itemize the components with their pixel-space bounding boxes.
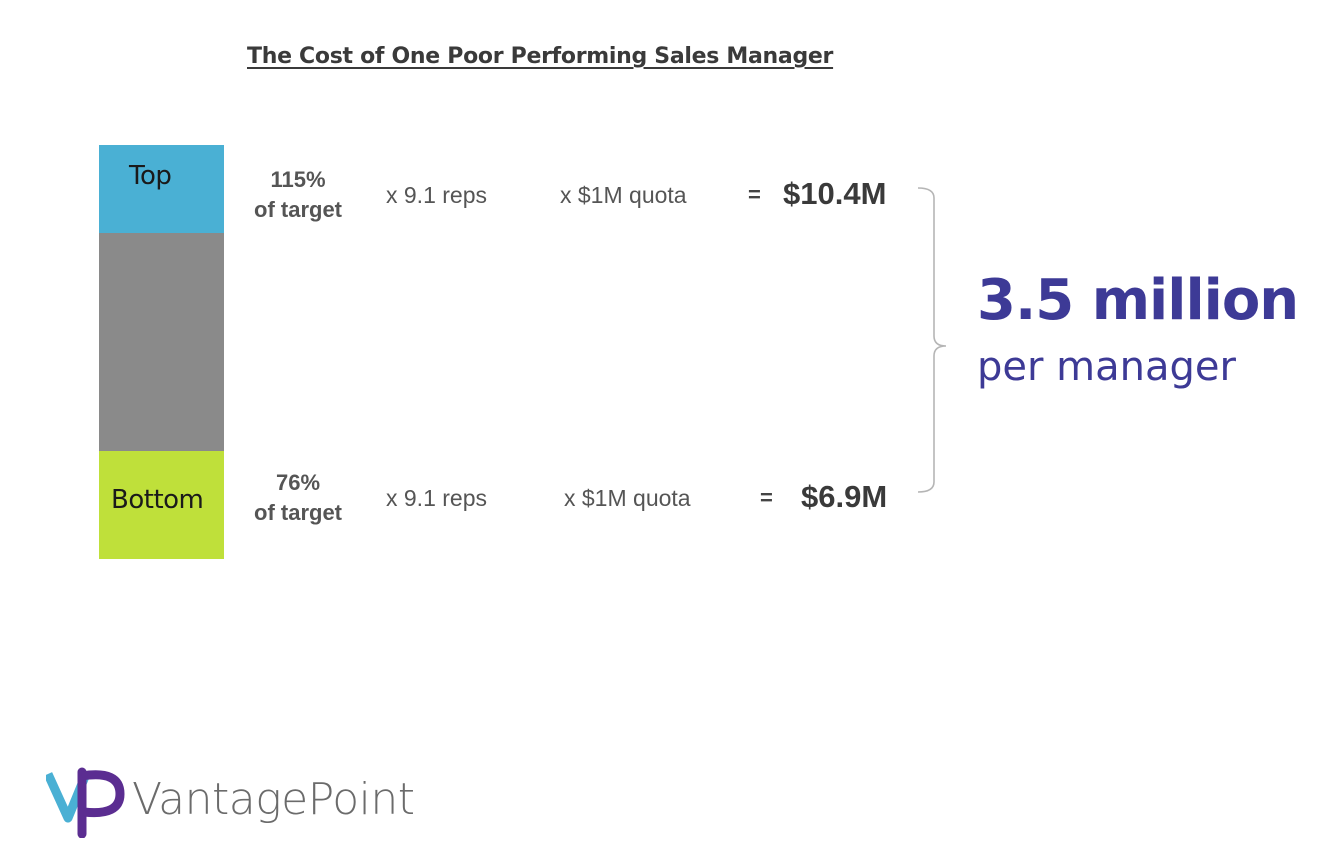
top-reps: x 9.1 reps xyxy=(386,182,487,208)
bar-segment-top: Top xyxy=(99,145,224,233)
top-pct-of-target: 115% of target xyxy=(238,165,358,225)
difference-subline: per manager xyxy=(977,344,1236,390)
bottom-pct-of-target: 76% of target xyxy=(238,468,358,528)
bottom-reps: x 9.1 reps xyxy=(386,485,487,511)
top-quota: x $1M quota xyxy=(560,182,687,208)
bottom-result: $6.9M xyxy=(801,479,888,514)
bottom-pct-text: of target xyxy=(254,500,342,525)
bracket-connector xyxy=(917,187,947,493)
vp-logo-icon xyxy=(46,767,125,838)
brand-name: VantagePoint xyxy=(132,774,415,825)
top-pct-value: 115% xyxy=(270,167,326,192)
bottom-equals: = xyxy=(760,485,773,510)
top-pct-text: of target xyxy=(254,197,342,222)
top-result: $10.4M xyxy=(783,176,887,211)
bar-segment-middle xyxy=(99,233,224,451)
slide-title: The Cost of One Poor Performing Sales Ma… xyxy=(247,44,834,69)
difference-headline: 3.5 million xyxy=(977,268,1299,333)
bar-segment-bottom: Bottom xyxy=(99,451,224,559)
bar-label-top: Top xyxy=(129,161,172,191)
bar-label-bottom: Bottom xyxy=(111,485,204,515)
bottom-quota: x $1M quota xyxy=(564,485,691,511)
top-equals: = xyxy=(748,182,761,207)
bottom-pct-value: 76% xyxy=(275,470,321,495)
